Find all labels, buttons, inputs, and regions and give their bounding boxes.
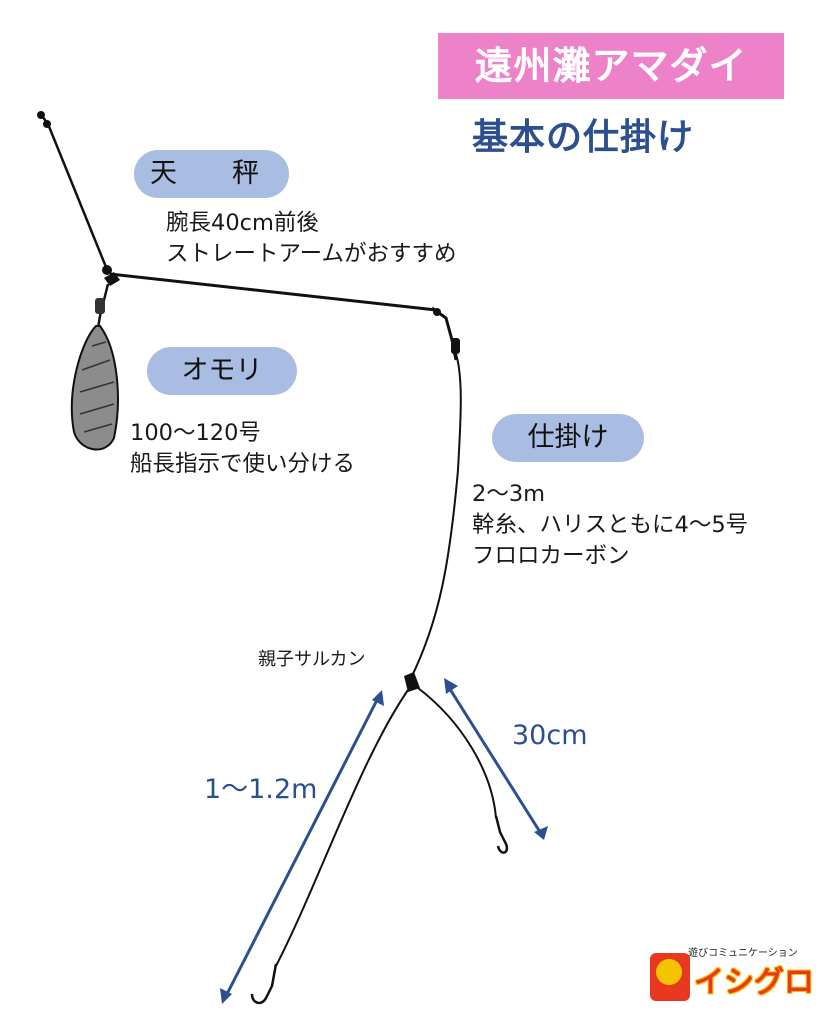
arm-tip-bead bbox=[433, 308, 441, 316]
short-branch-length: 30cm bbox=[512, 720, 588, 751]
logo-tagline: 遊びコミュニケーション bbox=[688, 948, 798, 959]
tenbin-line-1: 腕長40cm前後 bbox=[166, 210, 319, 236]
sinker-swivel bbox=[95, 298, 105, 314]
subtitle: 基本の仕掛け bbox=[472, 117, 695, 158]
shikake-line-3: フロロカーボン bbox=[472, 543, 630, 569]
long-branch-line bbox=[275, 689, 409, 967]
tenbin-top-bead bbox=[43, 120, 51, 128]
tenbin-top-swivel bbox=[37, 111, 45, 119]
omori-description: 100〜120号 船長指示で使い分ける bbox=[130, 418, 355, 480]
tenbin-line-2: ストレートアームがおすすめ bbox=[166, 241, 457, 267]
swivel-annotation: 親子サルカン bbox=[258, 649, 366, 670]
omori-label: オモリ bbox=[147, 347, 297, 395]
tenbin-description: 腕長40cm前後 ストレートアームがおすすめ bbox=[166, 208, 456, 270]
brand-logo: 遊びコミュニケーション イシグロ bbox=[648, 945, 814, 1011]
mascot-icon bbox=[656, 959, 682, 985]
tenbin-joint bbox=[104, 272, 120, 286]
tenbin-center-bead bbox=[102, 265, 112, 275]
logo-name: イシグロ bbox=[694, 965, 814, 1000]
tenbin-straight-arm bbox=[109, 272, 437, 312]
shikake-description: 2〜3m 幹糸、ハリスともに4〜5号 フロロカーボン bbox=[472, 479, 748, 572]
shikake-line-2: 幹糸、ハリスともに4〜5号 bbox=[472, 512, 749, 538]
main-line bbox=[409, 353, 462, 681]
title-banner: 遠州灘アマダイ bbox=[438, 33, 784, 99]
long-branch-hook bbox=[250, 963, 278, 1005]
shikake-line-1: 2〜3m bbox=[472, 481, 546, 507]
tenbin-upper-arm bbox=[41, 115, 110, 273]
sinker-texture bbox=[79, 341, 115, 433]
omori-line-1: 100〜120号 bbox=[130, 420, 261, 446]
short-branch-hook bbox=[494, 815, 509, 854]
short-branch-line bbox=[417, 687, 497, 819]
arrow-1-1.2m bbox=[220, 690, 384, 1004]
tenbin-label: 天 秤 bbox=[134, 150, 289, 198]
long-branch-length: 1〜1.2m bbox=[204, 774, 318, 805]
arrow-30cm bbox=[444, 678, 548, 840]
omori-line-2: 船長指示で使い分ける bbox=[130, 451, 356, 477]
main-swivel bbox=[451, 338, 460, 354]
shikake-label: 仕掛け bbox=[492, 414, 644, 462]
double-swivel bbox=[404, 672, 420, 692]
